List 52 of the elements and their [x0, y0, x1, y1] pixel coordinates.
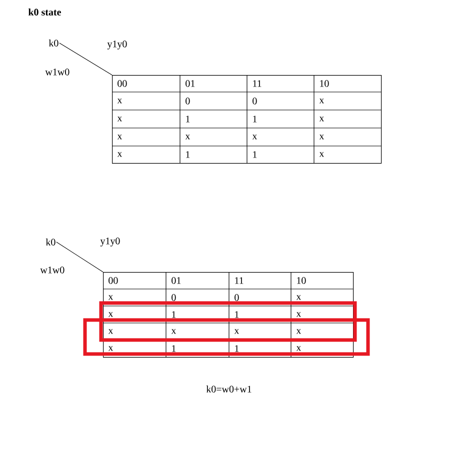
table-cell-text: 1	[172, 345, 176, 352]
table-cell-text: 11	[253, 80, 262, 87]
table-cell-text: 10	[320, 80, 329, 87]
table-cell-text: 1	[253, 116, 257, 122]
table-cell-text: x	[185, 134, 190, 140]
table-cell-text: 01	[172, 277, 181, 284]
table-cell-text: x	[319, 116, 324, 122]
equation: k0=w0+w1	[206, 385, 252, 393]
row-column-label: k0	[46, 238, 56, 246]
table-cell-text: x	[252, 134, 258, 140]
table-cell-text: 0	[172, 294, 176, 301]
table-cell-text: x	[234, 329, 240, 334]
table-cell-text: x	[108, 329, 114, 334]
table-cell-text: x	[117, 116, 122, 122]
title: k0 state	[28, 8, 61, 16]
table-cell-text: x	[108, 295, 114, 300]
table-grid	[103, 272, 354, 358]
row-column-label: w1w0	[40, 266, 64, 274]
table-cell-text: 1	[186, 116, 190, 122]
table-cell-text: x	[108, 346, 114, 351]
table-cell-text: 1	[186, 151, 190, 158]
table-cell-text: 0	[252, 98, 257, 104]
table-cell-text: 1	[235, 345, 239, 352]
table-cell-text: x	[296, 295, 302, 300]
table-cell-text: x	[319, 98, 324, 104]
diagonal-line	[56, 242, 104, 272]
row-column-label: k0	[48, 39, 58, 47]
table-cell-text: 00	[108, 277, 118, 284]
table-cell-text: x	[108, 312, 114, 317]
table-cell-text: 1	[172, 311, 176, 318]
table-cell-text: x	[117, 134, 122, 140]
table-grid	[112, 75, 382, 164]
table-cell-text: 0	[234, 294, 239, 301]
table-cell-text: x	[296, 312, 302, 317]
table-cell-text: x	[117, 152, 122, 157]
table-cell-text: x	[117, 98, 122, 104]
row-column-label: y1y0	[100, 238, 120, 246]
table-cell-text: 01	[186, 80, 195, 87]
table-cell-text: 11	[235, 277, 244, 284]
row-column-label: y1y0	[107, 40, 127, 50]
table-cell-text: x	[319, 152, 324, 157]
table-cell-text: 0	[186, 98, 190, 104]
table-cell-text: 1	[253, 151, 257, 158]
table-cell-text: x	[296, 346, 302, 351]
table-cell-text: x	[171, 329, 176, 334]
table-cell-text: 00	[118, 80, 127, 87]
table-cell-text: 10	[297, 277, 306, 284]
table-cell-text: 1	[235, 311, 239, 318]
table-cell-text: x	[296, 329, 302, 334]
diagonal-line	[59, 42, 112, 76]
table-cell-text: x	[319, 134, 324, 140]
row-column-label: w1w0	[45, 68, 70, 76]
